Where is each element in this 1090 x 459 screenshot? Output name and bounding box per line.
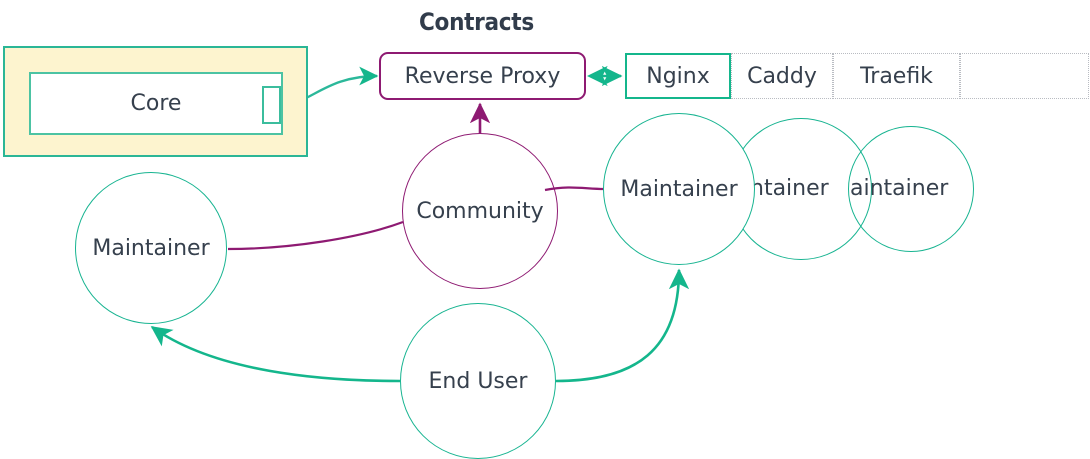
actor-community-label: Community [416, 198, 544, 224]
option-nginx-label: Nginx [646, 63, 710, 89]
contracts-title: Contracts [419, 8, 534, 36]
option-traefik[interactable]: Traefik [833, 53, 960, 99]
actor-maintainer-right-1-label: Maintainer [620, 176, 738, 202]
actor-maintainer-left[interactable]: Maintainer [75, 172, 227, 324]
actor-end-user-label: End User [428, 368, 528, 394]
wire-end-user-to-maintainer-left [150, 325, 401, 383]
option-nginx[interactable]: Nginx [625, 53, 731, 99]
core-port-handle[interactable] [262, 86, 281, 124]
wire-end-user-to-maintainer-right [555, 268, 690, 383]
reverse-proxy-label: Reverse Proxy [404, 63, 561, 89]
reverse-proxy-node[interactable]: Reverse Proxy [379, 52, 586, 100]
wire-community-to-maintainer-left [227, 220, 404, 251]
option-traefik-label: Traefik [860, 63, 933, 89]
core-group[interactable]: Core [3, 46, 308, 157]
actor-maintainer-right-1[interactable]: Maintainer [603, 113, 755, 265]
core-box[interactable]: Core [29, 72, 283, 135]
option-caddy[interactable]: Caddy [731, 53, 833, 99]
actor-maintainer-left-label: Maintainer [92, 235, 210, 261]
actor-end-user[interactable]: End User [400, 303, 556, 459]
option-empty[interactable] [960, 53, 1089, 99]
actor-maintainer-right-3-label: aintainer [850, 176, 949, 201]
core-label: Core [130, 91, 182, 116]
actor-maintainer-right-2-label: ntainer [750, 176, 829, 201]
actor-community[interactable]: Community [402, 133, 558, 289]
option-caddy-label: Caddy [747, 63, 817, 89]
